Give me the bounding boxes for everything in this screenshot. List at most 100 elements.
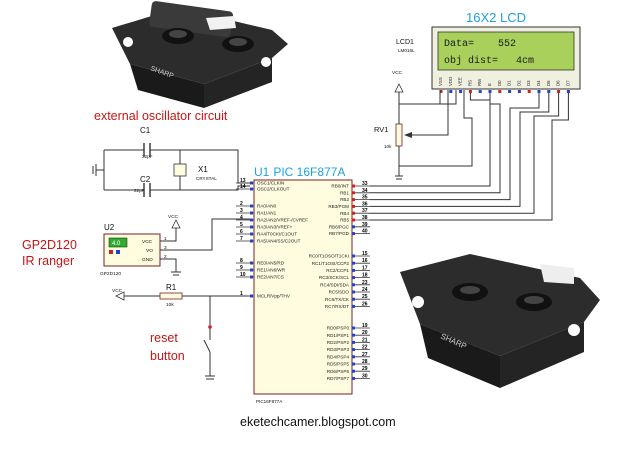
vcc-label-lcd: VCC	[392, 70, 403, 76]
reset-caption-2: button	[150, 349, 185, 363]
mcu-pin-marker	[250, 261, 253, 265]
bus-wire	[370, 93, 540, 201]
mcu-pin-marker	[250, 239, 253, 243]
mcu-part: PIC16F877A	[256, 399, 283, 404]
mcu-pin-number: 1	[240, 291, 243, 297]
sensor-wires	[160, 218, 250, 276]
mcu-pin-name: RD7/PSP7	[327, 376, 350, 381]
u2-button-up[interactable]	[116, 250, 120, 254]
mcu-pin-number: 5	[240, 222, 243, 228]
mcu-pin-marker	[352, 326, 355, 330]
mcu-pin-name: RA0/AN0	[257, 204, 277, 209]
mcu-pin-number: 37	[362, 208, 368, 214]
u2-pin-vcc: VCC	[142, 239, 153, 245]
mcu-pin-marker	[250, 268, 253, 272]
mcu-pin-name: RB1	[340, 190, 349, 195]
mcu-pin-marker	[250, 181, 253, 185]
mcu-pin-marker	[352, 376, 355, 380]
mcu-pin-name: OSC2/CLKOUT	[257, 187, 290, 192]
vcc-arrow-sensor	[171, 219, 181, 229]
mcu-pin-name: RB5	[340, 218, 349, 223]
lcd-pin-label: D4	[536, 80, 541, 86]
lcd-pin-marker	[478, 90, 482, 93]
r1-ref: R1	[166, 283, 177, 292]
mcu-pin-marker	[352, 355, 355, 359]
mcu-pin-marker	[250, 225, 253, 229]
mcu-pin-name: RC6/TX/CK	[325, 297, 350, 302]
mcu-pin-name: MCLR/Vpp/THV	[257, 294, 291, 299]
mcu-pin-number: 39	[362, 222, 368, 228]
mcu-pin-number: 9	[240, 265, 243, 271]
mcu-pin-marker	[352, 198, 355, 202]
mcu-pin-name: RB7/PGD	[329, 231, 350, 236]
u2-display	[108, 237, 128, 248]
lcd-power-wires	[399, 90, 473, 167]
u2-pin-num-3: 3	[164, 245, 167, 251]
lcd-pin-marker	[557, 90, 561, 93]
mcu-pin-name: RD2/PSP2	[327, 340, 350, 345]
mcu-pin-number: 13	[240, 178, 246, 184]
portb-lcd-bus	[370, 93, 569, 221]
lcd-pin-marker	[527, 90, 531, 93]
lcd-pin-label: D2	[516, 80, 521, 86]
mcu-name: PIC 16F877A	[273, 165, 345, 179]
lcd-pin-marker	[547, 90, 551, 93]
lcd-pin-marker	[517, 90, 521, 93]
mcu-pin-marker	[352, 254, 355, 258]
mcu-pin-number: 10	[240, 272, 246, 278]
lcd-pin-marker	[498, 90, 502, 93]
mcu-pin-marker	[352, 369, 355, 373]
u2-button-down[interactable]	[109, 250, 113, 254]
u2-pin-vo: VO	[146, 248, 153, 254]
lcd-pin-label: D0	[497, 80, 502, 86]
lcd-pin-marker	[439, 90, 443, 93]
mcu-pin-name: RD4/PSP4	[327, 354, 350, 359]
bus-wire	[370, 93, 560, 214]
lcd-pin-label: RW	[477, 78, 482, 86]
lcd-pin-marker	[488, 90, 492, 93]
bus-wire	[370, 93, 550, 207]
mcu-pin-name: RB3/PGM	[328, 204, 349, 209]
mcu-pin-marker	[352, 225, 355, 229]
mcu-pin-number: 20	[362, 330, 368, 336]
u2-pin-num-1: 1	[164, 236, 167, 242]
mcu-pin-number: 29	[362, 366, 368, 372]
mcu-pin-name: RC2/CCP1	[326, 268, 349, 273]
website-caption: eketechcamer.blogspot.com	[240, 415, 396, 429]
lcd-pin-marker	[566, 90, 570, 93]
mcu-pin-name: RB0/INT	[331, 184, 349, 189]
lcd-ref: LCD1	[396, 39, 414, 46]
mcu-pin-marker	[352, 297, 355, 301]
mcu-pin-number: 6	[240, 229, 243, 235]
mcu-pin-marker	[250, 294, 253, 298]
mcu-pin-marker	[250, 211, 253, 215]
mcu-pin-number: 33	[362, 181, 368, 187]
lcd-pin-label: VDD	[448, 77, 453, 86]
mcu-pin-name: RC1/T1OSI/CCP2	[312, 261, 350, 266]
mcu-pin-name: RA4/T0CKI/C1OUT	[257, 232, 297, 237]
mcu-pin-number: 3	[240, 208, 243, 214]
sharp-sensor-photo-bottom: SHARP	[400, 254, 600, 388]
oscillator-wiring	[92, 143, 250, 197]
mcu-pin-marker	[352, 290, 355, 294]
mcu-pin-marker	[352, 261, 355, 265]
mcu-pin-number: 34	[362, 188, 368, 194]
mcu-pin-marker	[352, 276, 355, 280]
mcu-pin-marker	[352, 211, 355, 215]
sharp-sensor-photo-top: SHARP	[112, 1, 288, 108]
bus-wire	[370, 93, 501, 194]
reset-switch[interactable]	[203, 334, 211, 356]
mcu-pin-marker	[250, 187, 253, 191]
mcu-pin-marker	[352, 348, 355, 352]
mcu-pin-marker	[352, 268, 355, 272]
mcu-pin-marker	[352, 218, 355, 222]
c2-ref: C2	[140, 175, 151, 184]
lcd-pin-marker	[459, 90, 463, 93]
u2-pin-num-2: 2	[164, 254, 167, 260]
mcu-pin-name: RA1/AN1	[257, 211, 277, 216]
mcu-pin-number: 25	[362, 294, 368, 300]
mcu-pin-marker	[352, 283, 355, 287]
lcd-pin-label: D3	[526, 80, 531, 86]
